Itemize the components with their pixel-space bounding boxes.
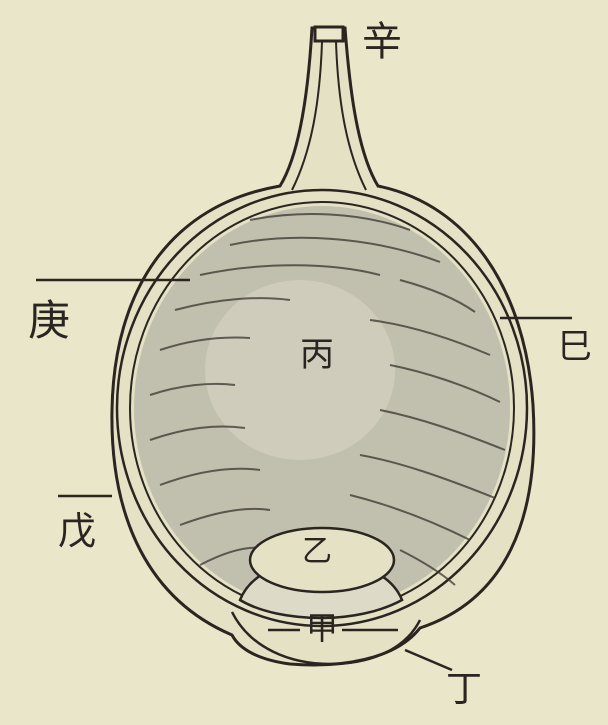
- label-wu: 戊: [58, 512, 96, 550]
- label-xin: 辛: [362, 22, 402, 62]
- label-bing: 丙: [300, 338, 334, 372]
- label-yi: 乙: [302, 537, 332, 567]
- neck-opening: [315, 27, 343, 41]
- label-ding: 丁: [446, 672, 482, 708]
- label-jia: 甲: [306, 612, 338, 644]
- label-si: 巳: [558, 330, 592, 364]
- label-geng: 庚: [28, 300, 70, 342]
